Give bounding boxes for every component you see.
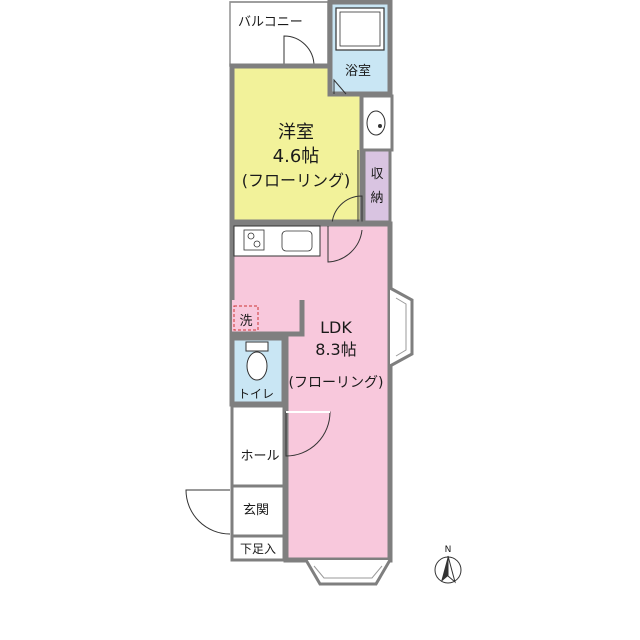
washbasin-drain: [378, 124, 382, 128]
stove-burner-1: [247, 232, 255, 240]
stove: [243, 229, 265, 251]
stove-burner-2: [253, 240, 261, 248]
balcony-label: バルコニー: [238, 15, 303, 30]
ldk-size: 8.3帖: [315, 340, 356, 359]
balcony-area: [229, 1, 329, 67]
western-room-floor: (フローリング): [242, 171, 351, 190]
bay-window-right: [389, 286, 414, 368]
bay-window-bottom-glass: [313, 565, 383, 579]
balcony-door-swing: [283, 35, 315, 67]
north-arrow-icon: [434, 555, 462, 584]
toilet-bowl: [246, 351, 268, 381]
storage-label-top: 収: [370, 167, 383, 182]
laundry-niche: [232, 300, 302, 334]
toilet-label: トイレ: [238, 387, 274, 401]
ldk-floor: (フローリング): [289, 375, 384, 391]
western-room-size: 4.6帖: [273, 146, 320, 167]
sink: [281, 230, 313, 252]
storage-label-bottom: 納: [370, 191, 383, 206]
bay-window-right-glass: [395, 297, 407, 357]
bathtub: [335, 7, 385, 51]
hall-area: [230, 404, 286, 488]
bathtub-inner: [339, 11, 381, 47]
entrance-area: [230, 484, 286, 538]
shoe-box-area: [230, 534, 286, 562]
bath-label: 浴室: [345, 63, 371, 79]
ldk-door-swing: [327, 226, 363, 263]
western-door-swing: [331, 195, 363, 227]
hall-door-swing: [285, 411, 331, 457]
laundry-wall: [232, 300, 305, 337]
hall-label: ホール: [240, 449, 279, 464]
north-label: N: [445, 545, 452, 555]
entrance-door-swing: [185, 489, 231, 535]
washbasin-bowl: [366, 110, 386, 136]
shoe-box-label: 下足入: [240, 542, 276, 556]
western-room-name: 洋室: [278, 122, 314, 143]
entrance-label: 玄関: [243, 503, 269, 518]
bath-door: [333, 78, 347, 95]
laundry-spot: [233, 305, 259, 331]
laundry-label: 洗: [239, 314, 252, 329]
storage-area: [362, 148, 392, 224]
ldk-name: LDK: [320, 318, 352, 337]
toilet-tank: [245, 341, 269, 352]
